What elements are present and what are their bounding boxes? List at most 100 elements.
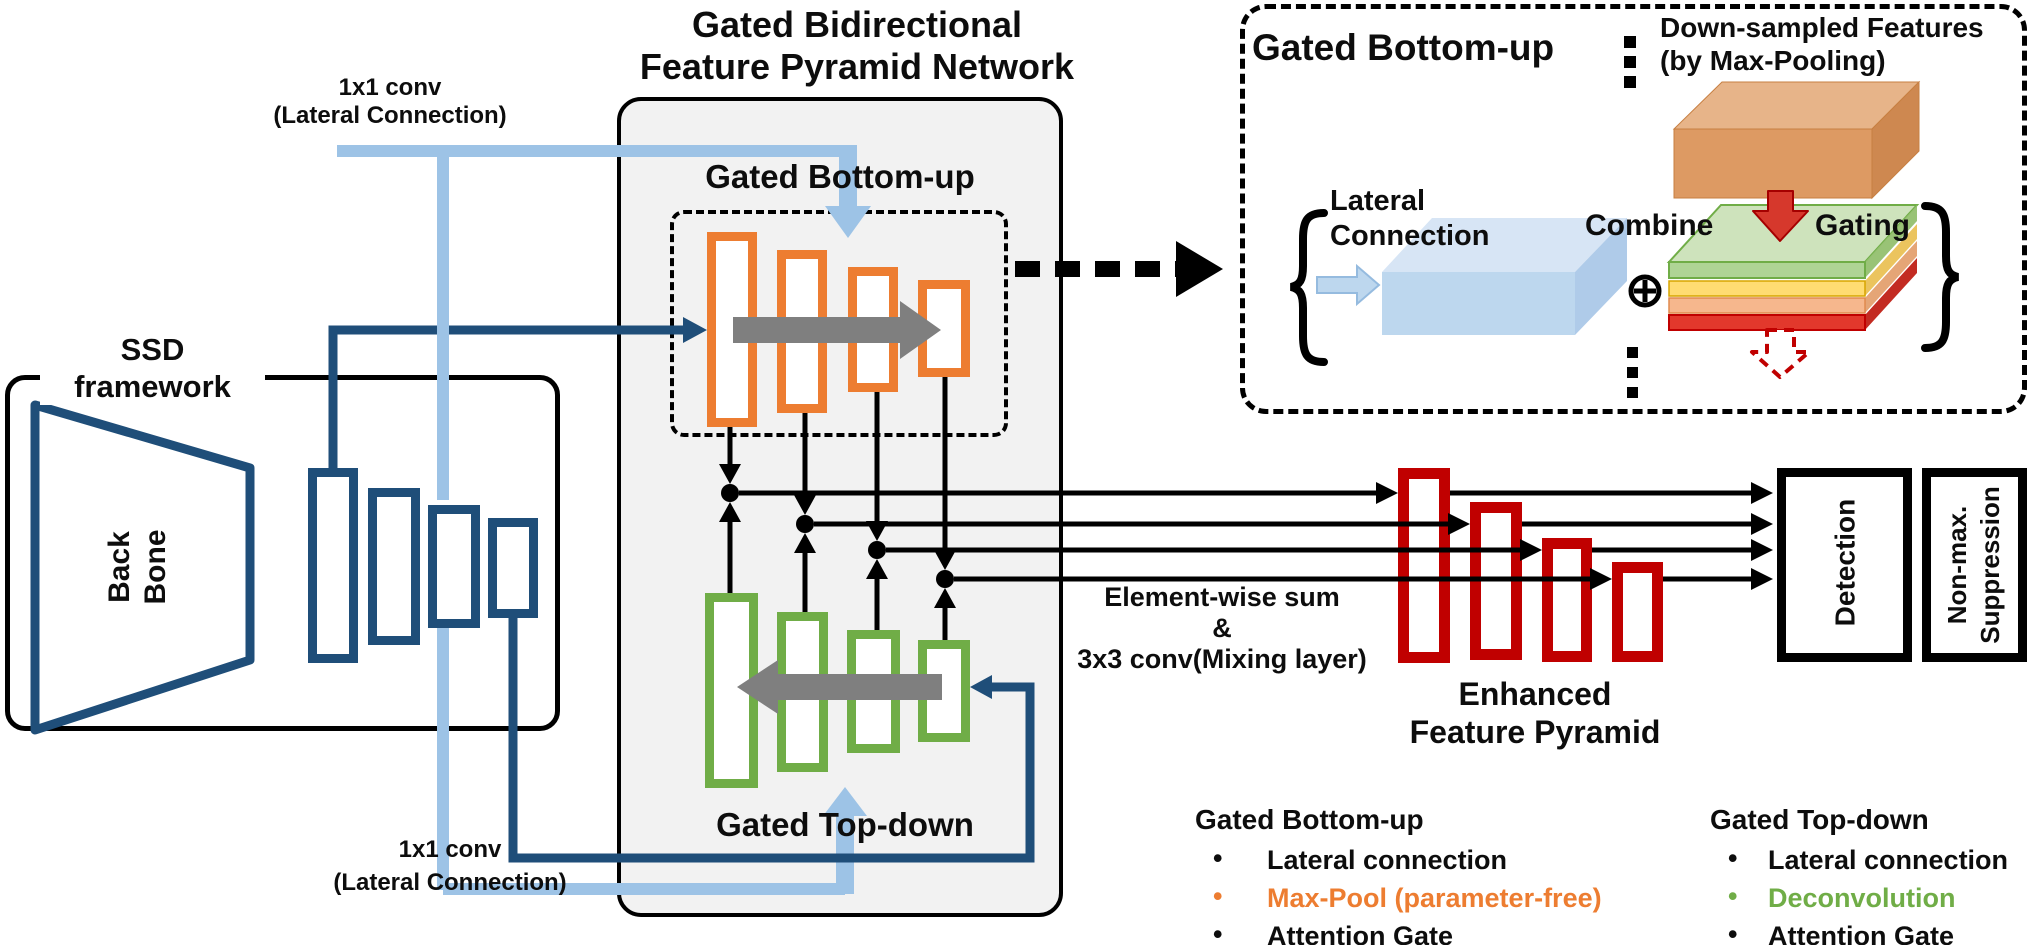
enhanced-line1: Enhanced — [1458, 676, 1612, 712]
bullet-icon: • — [1728, 843, 1738, 873]
inset-lateral-label: Lateral Connection — [1330, 184, 1490, 254]
sum-line-3 — [886, 539, 1773, 561]
inset-title-text: Gated Bottom-up — [1252, 27, 1555, 68]
mixing-line1: Element-wise sum — [1104, 582, 1340, 612]
bullet-icon: • — [1213, 881, 1223, 911]
combine-plus-icon — [1628, 274, 1662, 308]
gate-column-1 — [719, 427, 741, 593]
inset-title: Gated Bottom-up — [1252, 26, 1554, 70]
backbone-feature-2 — [368, 488, 420, 645]
main-title-line2: Feature Pyramid Network — [639, 46, 1075, 88]
legend-item: • Max-Pool (parameter-free) — [1195, 881, 1655, 913]
lateral-conv-top-line1: 1x1 conv — [338, 74, 442, 101]
gate-column-2 — [794, 413, 816, 612]
backbone-feature-1 — [308, 468, 358, 663]
gbfpn-panel — [617, 97, 1063, 917]
lateral-conv-top-line2: (Lateral Connection) — [273, 102, 507, 130]
bottom-up-flow-arrow — [733, 301, 941, 359]
legend-bottom-up-list: • Lateral connection • Max-Pool (parameter… — [1195, 843, 1655, 945]
backbone-trapezoid — [30, 400, 255, 735]
inset-combine-label: Combine — [1585, 208, 1713, 243]
inset-lateral-line1: Lateral — [1330, 185, 1426, 217]
lateral-conv-label-top: 1x1 conv (Lateral Connection) — [240, 74, 540, 131]
detection-label: Detection — [1828, 468, 1861, 658]
bullet-icon: • — [1213, 843, 1223, 873]
gated-bottom-up-text: Gated Bottom-up — [705, 158, 975, 195]
detection-text: Detection — [1829, 498, 1861, 627]
top-down-flow-arrow — [737, 660, 942, 714]
inset-lateral-arrow — [1316, 263, 1381, 307]
gated-bottom-up-label: Gated Bottom-up — [690, 158, 990, 197]
sum-line-1 — [739, 482, 1773, 504]
legend-item: • Attention Gate — [1195, 919, 1655, 945]
gated-top-down-text: Gated Top-down — [716, 806, 974, 843]
legend-item: • Lateral connection — [1195, 843, 1655, 875]
legend-top-down-title: Gated Top-down — [1710, 804, 1929, 835]
detection-box — [1777, 468, 1912, 662]
gate-column-4 — [934, 377, 956, 640]
wire-dark-blue-bottom — [508, 618, 1035, 863]
wire-light-blue-top — [337, 145, 871, 238]
inset-lateral-block — [1382, 218, 1627, 335]
backbone-feature-4 — [488, 518, 538, 618]
ssd-framework-box — [5, 375, 560, 731]
enhanced-line2: Feature Pyramid — [1409, 713, 1661, 750]
bullet-icon: • — [1728, 919, 1738, 945]
legend-item-label: Lateral connection — [1267, 845, 1508, 875]
vertical-ellipsis-top-icon — [1624, 36, 1636, 88]
lateral-conv-bottom-line1: 1x1 conv — [398, 836, 502, 863]
backbone-label-line1: Back — [103, 531, 136, 603]
legend-item-label: Attention Gate — [1267, 921, 1453, 945]
inset-combine-text: Combine — [1585, 209, 1714, 242]
legend-item: •Deconvolution — [1710, 881, 2031, 912]
bullet-icon: • — [1213, 919, 1223, 945]
main-title-line1: Gated Bidirectional — [691, 4, 1023, 45]
enhanced-feature-3 — [1542, 538, 1592, 662]
gated-top-down-label: Gated Top-down — [695, 806, 995, 845]
legend-bottom-up: Gated Bottom-up • Lateral connection • Max… — [1195, 804, 1655, 945]
nms-line2: Suppression — [1974, 486, 2005, 644]
inset-pointer-arrow — [1015, 241, 1223, 297]
main-title: Gated Bidirectional Feature Pyramid Netw… — [557, 4, 1157, 89]
legend-bottom-up-title: Gated Bottom-up — [1195, 804, 1424, 835]
sum-line-2 — [814, 513, 1773, 535]
inset-down-line2: (by Max-Pooling) — [1660, 45, 1886, 77]
nms-line1: Non-max. — [1942, 505, 1972, 625]
nms-box — [1922, 468, 2027, 662]
brace-right-icon — [1921, 202, 1960, 352]
enhanced-feature-4 — [1612, 562, 1663, 662]
nms-label: Non-max. Suppression — [1941, 470, 2009, 660]
enhanced-pyramid-label: Enhanced Feature Pyramid — [1375, 676, 1695, 752]
gate-column-3 — [866, 392, 888, 630]
sum-line-4 — [954, 568, 1773, 590]
inset-gating-arrow — [1752, 190, 1809, 242]
lateral-conv-bottom-line2: (Lateral Connection) — [333, 869, 567, 897]
legend-item: • Attention Gate — [1710, 919, 2031, 945]
ssd-framework-label: SSD framework — [40, 332, 265, 406]
wire-dark-blue-top — [328, 317, 707, 468]
backbone-label-line2: Bone — [139, 529, 172, 605]
inset-gated-output-arrow — [1750, 328, 1811, 379]
legend-item-label: Lateral connection — [1768, 845, 2009, 875]
legend-top-down-list: • Lateral connection •Deconvolution • Atte… — [1710, 843, 2031, 945]
ssd-label-line2: framework — [74, 368, 231, 404]
inset-gating-label: Gating — [1815, 208, 1910, 243]
mixing-label: Element-wise sum & 3x3 conv(Mixing layer… — [1062, 582, 1382, 675]
brace-left-icon — [1289, 209, 1328, 366]
backbone-label: Back Bone — [102, 487, 182, 647]
inset-gating-text: Gating — [1815, 209, 1910, 242]
legend-item-label: Attention Gate — [1768, 921, 1954, 945]
backbone-feature-3 — [428, 505, 480, 628]
enhanced-feature-1 — [1398, 468, 1450, 663]
ssd-label-line1: SSD — [120, 332, 185, 367]
legend-item-label: Max-Pool (parameter-free) — [1267, 883, 1602, 913]
inset-lateral-line2: Connection — [1330, 219, 1490, 252]
vertical-ellipsis-bottom-icon — [1627, 347, 1638, 398]
legend-item: • Lateral connection — [1710, 843, 2031, 875]
inset-gating-stack — [1666, 204, 1920, 331]
lateral-conv-label-bottom: 1x1 conv (Lateral Connection) — [320, 836, 580, 898]
mixing-line3: 3x3 conv(Mixing layer) — [1077, 644, 1367, 675]
mixing-line2: & — [1212, 613, 1232, 644]
bullet-icon: • — [1728, 881, 1738, 911]
